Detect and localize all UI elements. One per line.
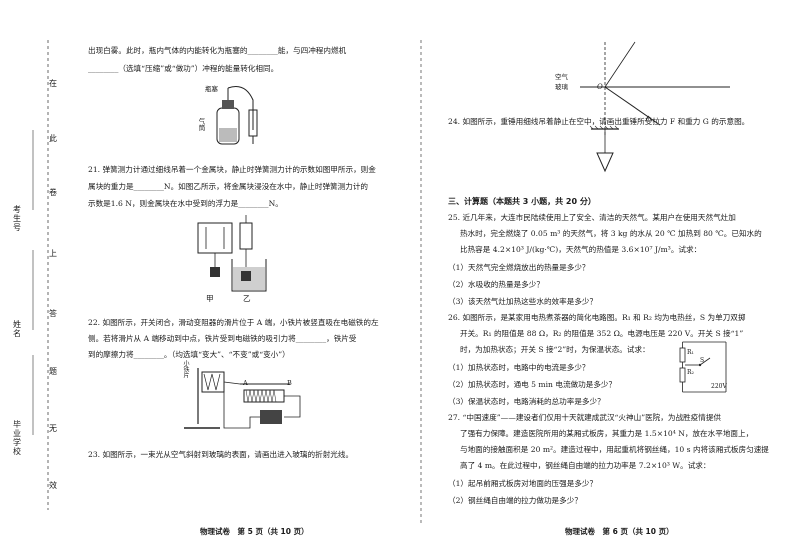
q26-line-1: 26. 如图所示，是某家用电热煮茶器的简化电路图。R₁ 和 R₂ 均为电热丝，S… (448, 313, 746, 322)
seal-char: 效 (49, 481, 57, 490)
label-glass: 玻璃 (555, 83, 568, 91)
q27-line-4: 高了 4 m。在此过程中，钢丝绳自由端的拉力功率是 7.2×10³ W。试求： (460, 461, 711, 470)
q26-line-3: 时，为加热状态；开关 S 接“2”时，为保温状态。试求： (460, 345, 650, 354)
seal-char: 在 (49, 79, 57, 88)
q20-line-2: ________（选填“压缩”或“做功”）冲程的能量转化相同。 (88, 64, 279, 73)
figure-heater-circuit (679, 341, 727, 393)
label-B: B (287, 379, 292, 387)
q27-line-2: 了强有力保障。建造医院所用的某厢式板房，其重力是 1.5×10⁴ N，放在水平地… (460, 429, 754, 438)
seal-char: 上 (49, 249, 57, 258)
q24-line-1: 24. 如图所示，重锤用细线吊着静止在空中，请画出重锤所受拉力 F 和重力 G … (448, 117, 750, 126)
section-3-heading: 三、计算题（本题共 3 小题，共 20 分） (448, 197, 596, 206)
q21-line-2: 属块的重力是________N。如图乙所示，将金属块浸没在水中，静止时弹簧测力计… (88, 182, 369, 191)
label-iron-piece: 小铁片 (182, 360, 189, 378)
field-label-school: 毕业学校 (13, 420, 21, 456)
right-page-footer: 物理试卷 第 6 页（共 10 页） (565, 527, 674, 536)
label-stopper: 瓶塞 (205, 85, 218, 93)
q27-sub-1: （1）起吊前厢式板房对地面的压强是多少？ (448, 479, 598, 488)
figure-bottle-pump (216, 86, 258, 145)
q25-line-2: 热水时，完全燃烧了 0.05 m³ 的天然气，将 3 kg 的水从 20 ℃ 加… (460, 229, 762, 238)
q27-line-1: 27. “中国速度”——建设者们仅用十天就建成武汉“火神山”医院，为战胜疫情提供 (448, 413, 722, 422)
field-line-exam-id (32, 130, 34, 210)
q25-line-1: 25. 近几年来，大连市民陆续使用上了安全、清洁的天然气。某用户在使用天然气灶加 (448, 213, 736, 222)
label-fig-a: 甲 (206, 294, 214, 303)
seal-char: 无 (49, 424, 57, 433)
q25-sub-2: （2）水吸收的热量是多少？ (448, 280, 544, 289)
label-220V: 220V (711, 383, 727, 390)
q23-line-1: 23. 如图所示，一束光从空气斜射到玻璃的表面，请画出进入玻璃的折射光线。 (88, 450, 354, 459)
seal-char: 题 (49, 367, 57, 376)
label-R2: R₂ (687, 369, 694, 376)
label-R1: R₁ (687, 349, 694, 356)
label-S: S (700, 357, 705, 364)
q25-line-3: 比热容是 4.2×10³ J/(kg·℃)，天然气的热值是 3.6×10⁷ J/… (460, 245, 702, 254)
q20-line-1: 出现白雾。此时，瓶内气体的内能转化为瓶塞的________能，与四冲程内燃机 (88, 46, 347, 55)
figure-refraction (580, 41, 730, 135)
binding-dashed-line (47, 40, 49, 510)
q26-sub-3: （3）保温状态时，电路消耗的总功率是多少？ (448, 397, 605, 406)
seal-char: 卷 (49, 188, 57, 197)
q25-sub-1: （1）天然气完全燃烧放出的热量是多少？ (448, 263, 590, 272)
figure-hanging-weight (589, 125, 619, 173)
page-divider (420, 40, 422, 525)
seal-char: 答 (49, 309, 57, 318)
left-page-footer: 物理试卷 第 5 页（共 10 页） (200, 527, 309, 536)
q21-line-1: 21. 弹簧测力计通过细线吊着一个金属块，静止时弹簧测力计的示数如图甲所示，则金 (88, 165, 376, 174)
q22-line-3: 到的摩擦力将________。（均选填“变大”、“不变”或“变小”） (88, 350, 290, 359)
q26-line-2: 开关。R₁ 的阻值是 88 Ω，R₂ 的阻值是 352 Ω。电源电压是 220 … (460, 329, 744, 338)
label-air: 空气 (555, 73, 568, 81)
q21-line-3: 示数是1.6 N，则金属块在水中受到的浮力是________N。 (88, 199, 283, 208)
field-line-school (32, 355, 34, 435)
q25-sub-3: （3）该天然气灶加热这些水的效率是多少？ (448, 297, 598, 306)
label-fig-b: 乙 (243, 294, 251, 303)
field-label-exam-id: 考生号 (13, 205, 21, 232)
label-pump: 气筒 (197, 118, 205, 131)
figure-electromagnet-circuit (184, 368, 301, 429)
label-A: A (243, 379, 248, 387)
field-line-name (32, 250, 34, 330)
label-O: O (597, 83, 603, 91)
field-label-name: 姓名 (13, 320, 21, 338)
q27-line-3: 与地面的接触面积是 20 m²。建造过程中，用起重机将钢丝绳，10 s 内将该厢… (460, 445, 769, 454)
q26-sub-1: （1）加热状态时，电路中的电流是多少？ (448, 363, 590, 372)
seal-char: 此 (49, 134, 57, 143)
q22-line-2: 侧。若将滑片从 A 端移动到中点，铁片受到电磁铁的吸引力将________，铁片… (88, 334, 357, 343)
q27-sub-2: （2）钢丝绳自由端的拉力做功是多少？ (448, 496, 582, 505)
q22-line-1: 22. 如图所示，开关闭合，滑动变阻器的滑片位于 A 端，小铁片被竖直吸在电磁铁… (88, 318, 379, 327)
figure-spring-scale (197, 215, 267, 292)
q26-sub-2: （2）加热状态时，通电 5 min 电流做功是多少？ (448, 380, 617, 389)
